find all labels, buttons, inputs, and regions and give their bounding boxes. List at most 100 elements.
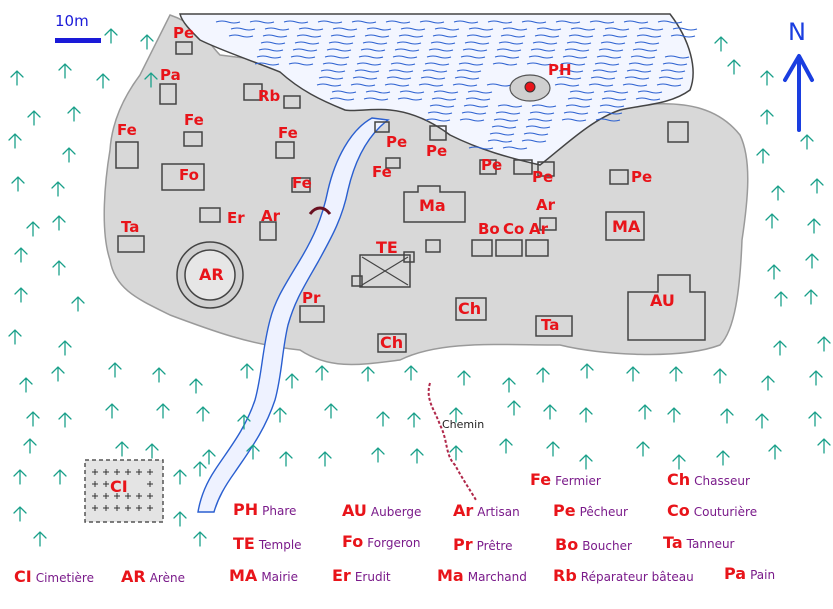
legend-code: Er <box>332 566 351 585</box>
lake-wave <box>356 62 382 66</box>
house <box>425 239 441 253</box>
legend-code: TE <box>233 534 255 553</box>
tree-icon <box>499 438 513 454</box>
legend-name: Mairie <box>261 570 299 584</box>
legend-code: Ch <box>667 470 691 489</box>
lake-wave <box>502 146 528 150</box>
tree-icon <box>14 287 28 303</box>
lake-wave <box>656 83 682 87</box>
lake-wave <box>249 20 275 24</box>
grave-icon <box>147 481 153 487</box>
legend-name: Boucher <box>582 539 632 553</box>
auberge-building <box>627 274 706 341</box>
lake-wave <box>366 27 392 31</box>
lake-wave <box>326 48 352 52</box>
tree-icon <box>13 469 27 485</box>
lake-wave <box>230 27 256 31</box>
lake-wave <box>531 104 557 108</box>
tree-icon <box>767 264 781 280</box>
map-label: Pe <box>386 133 408 151</box>
lake-wave <box>496 48 522 52</box>
tree-icon <box>173 511 187 527</box>
map-label: Pe <box>532 168 554 186</box>
grave-icon <box>125 493 131 499</box>
lake-wave <box>468 146 494 150</box>
legend-code: AU <box>342 501 367 520</box>
map-label: Fe <box>292 174 312 192</box>
legend-code: Pr <box>453 535 473 554</box>
tree-icon <box>8 329 22 345</box>
grave-icon <box>125 505 131 511</box>
lake-wave <box>328 41 354 45</box>
lake-wave <box>664 55 690 59</box>
lake-wave <box>360 48 386 52</box>
river <box>197 117 390 513</box>
lake-wave <box>468 27 494 31</box>
lake-wave <box>660 69 686 73</box>
tree-icon <box>285 373 299 389</box>
lake-wave <box>390 62 416 66</box>
tree-icon <box>507 400 521 416</box>
lake-wave <box>624 76 650 80</box>
house <box>117 235 145 253</box>
legend-code: Bo <box>555 535 579 554</box>
map-label: Fe <box>184 111 204 129</box>
lake-wave <box>569 90 595 94</box>
legend-code: Ar <box>453 501 474 520</box>
grave-icon <box>114 493 120 499</box>
lake-wave <box>558 69 584 73</box>
tree-icon <box>33 531 47 547</box>
grave-icon <box>136 493 142 499</box>
couturiere-building <box>495 239 523 257</box>
tree-icon <box>58 63 72 79</box>
tree-icon <box>202 449 216 465</box>
map-label: TE <box>376 238 398 257</box>
map-label: Fo <box>179 166 199 184</box>
lake-wave <box>425 118 451 122</box>
map-label: Er <box>227 209 245 227</box>
lake-wave <box>599 104 625 108</box>
lake-wave <box>384 83 410 87</box>
chemin-road <box>427 382 477 501</box>
legend-name: Couturière <box>693 505 758 519</box>
tree-icon <box>376 411 390 427</box>
lake-wave <box>294 41 320 45</box>
house <box>479 159 497 175</box>
tree-icon <box>765 213 779 229</box>
map-label: Fe <box>117 121 137 139</box>
temple-cross-b <box>361 256 409 286</box>
lake-wave <box>460 55 486 59</box>
tree-icon <box>407 412 421 428</box>
marchand-building <box>403 185 466 223</box>
lake-wave <box>596 55 622 59</box>
lake-wave <box>215 20 241 24</box>
lake-wave <box>493 118 519 122</box>
lake-wave <box>635 97 661 101</box>
lake-wave <box>290 55 316 59</box>
tree-icon <box>755 413 769 429</box>
lake-wave <box>568 34 594 38</box>
tree-icon <box>26 221 40 237</box>
lake-wave <box>426 55 452 59</box>
map-label: Bo <box>478 220 500 238</box>
lake-wave <box>324 55 350 59</box>
lake-wave <box>352 76 378 80</box>
lake-wave <box>487 139 513 143</box>
house <box>535 315 573 337</box>
tree-icon <box>279 451 293 467</box>
lake-wave <box>588 83 614 87</box>
lake-wave <box>561 118 587 122</box>
lake-wave <box>570 27 596 31</box>
tree-icon <box>318 451 332 467</box>
lake-wave <box>418 83 444 87</box>
lake-wave <box>536 27 562 31</box>
legend-code: PH <box>233 500 259 519</box>
house <box>291 177 311 193</box>
lake-wave <box>288 62 314 66</box>
legend-name: Fermier <box>555 474 601 488</box>
tree-icon <box>543 404 557 420</box>
legend-name: Réparateur bâteau <box>580 570 694 584</box>
lake-wave <box>465 97 491 101</box>
